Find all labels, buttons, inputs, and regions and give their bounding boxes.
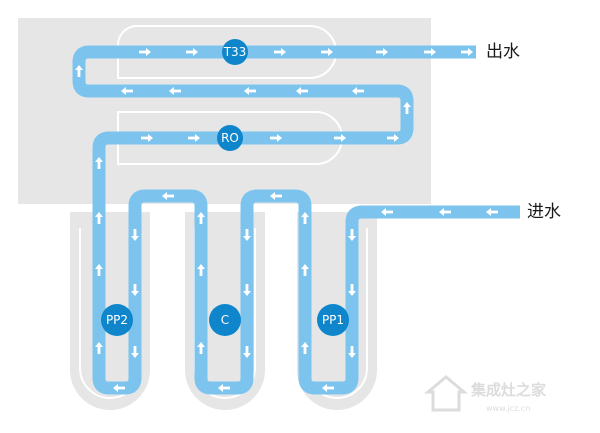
filter-node-pp1: PP1 (317, 304, 349, 336)
pp2-node-circle (101, 304, 133, 336)
flow-arrows (75, 48, 498, 392)
filter-node-c: C (209, 304, 241, 336)
flow-arrow-icon (95, 342, 103, 354)
flow-arrow-icon (113, 384, 125, 392)
filter-node-t33: T33 (222, 39, 248, 65)
flow-arrow-icon (131, 229, 139, 241)
flow-arrow-icon (218, 384, 230, 392)
ro-label: RO (221, 131, 239, 145)
outlet-label: 出水 (486, 42, 520, 62)
flow-arrow-icon (439, 208, 451, 216)
flow-arrow-icon (244, 87, 256, 95)
pp2-label: PP2 (106, 313, 128, 327)
ro-node-circle (217, 125, 243, 151)
flow-arrow-icon (95, 212, 103, 224)
pp1-label: PP1 (322, 313, 344, 327)
watermark-site: www.jcz.cn (486, 404, 530, 413)
flow-arrow-icon (301, 264, 309, 276)
t33-label: T33 (223, 45, 247, 59)
flow-arrow-icon (243, 346, 251, 358)
flow-arrow-icon (243, 284, 251, 296)
flow-arrow-icon (169, 87, 181, 95)
flow-arrow-icon (274, 48, 286, 56)
flow-arrow-icon (486, 208, 498, 216)
flow-arrow-icon (381, 208, 393, 216)
flow-arrow-icon (461, 48, 473, 56)
flow-arrow-icon (75, 65, 83, 77)
flow-arrow-icon (348, 346, 356, 358)
flow-arrow-icon (403, 102, 411, 114)
flow-arrow-icon (95, 157, 103, 169)
flow-arrow-icon (387, 134, 399, 142)
flow-arrow-icon (270, 192, 282, 200)
flow-arrow-icon (139, 48, 151, 56)
flow-arrow-icon (131, 346, 139, 358)
flow-arrow-icon (243, 229, 251, 241)
flow-arrow-icon (321, 48, 333, 56)
flow-arrow-icon (162, 192, 174, 200)
filter-node-pp2: PP2 (101, 304, 133, 336)
watermark: 集成灶之家 www.jcz.cn (423, 375, 546, 413)
filter-node-ro: RO (217, 125, 243, 151)
c-label: C (221, 313, 229, 327)
flow-arrow-icon (424, 48, 436, 56)
flow-arrow-icon (348, 229, 356, 241)
flow-arrow-icon (131, 284, 139, 296)
watermark-brand: 集成灶之家 (470, 381, 546, 399)
flow-arrow-icon (197, 342, 205, 354)
flow-arrow-icon (296, 87, 308, 95)
flow-arrow-icon (348, 284, 356, 296)
flow-arrow-icon (322, 384, 334, 392)
t33-node-circle (222, 39, 248, 65)
pp1-node-circle (317, 304, 349, 336)
flow-arrow-icon (197, 264, 205, 276)
flow-arrow-icon (197, 212, 205, 224)
flow-arrow-icon (188, 134, 200, 142)
house-logo-icon (423, 375, 469, 412)
flow-arrow-icon (95, 264, 103, 276)
flow-arrow-icon (186, 48, 198, 56)
flow-arrow-icon (121, 87, 133, 95)
flow-arrow-icon (352, 87, 364, 95)
flow-arrow-icon (334, 134, 346, 142)
flow-arrow-icon (141, 134, 153, 142)
inlet-label: 进水 (527, 202, 561, 222)
flow-arrow-icon (301, 342, 309, 354)
flow-arrow-icon (376, 48, 388, 56)
flow-arrow-icon (270, 134, 282, 142)
flow-arrow-icon (301, 212, 309, 224)
c-node-circle (209, 304, 241, 336)
